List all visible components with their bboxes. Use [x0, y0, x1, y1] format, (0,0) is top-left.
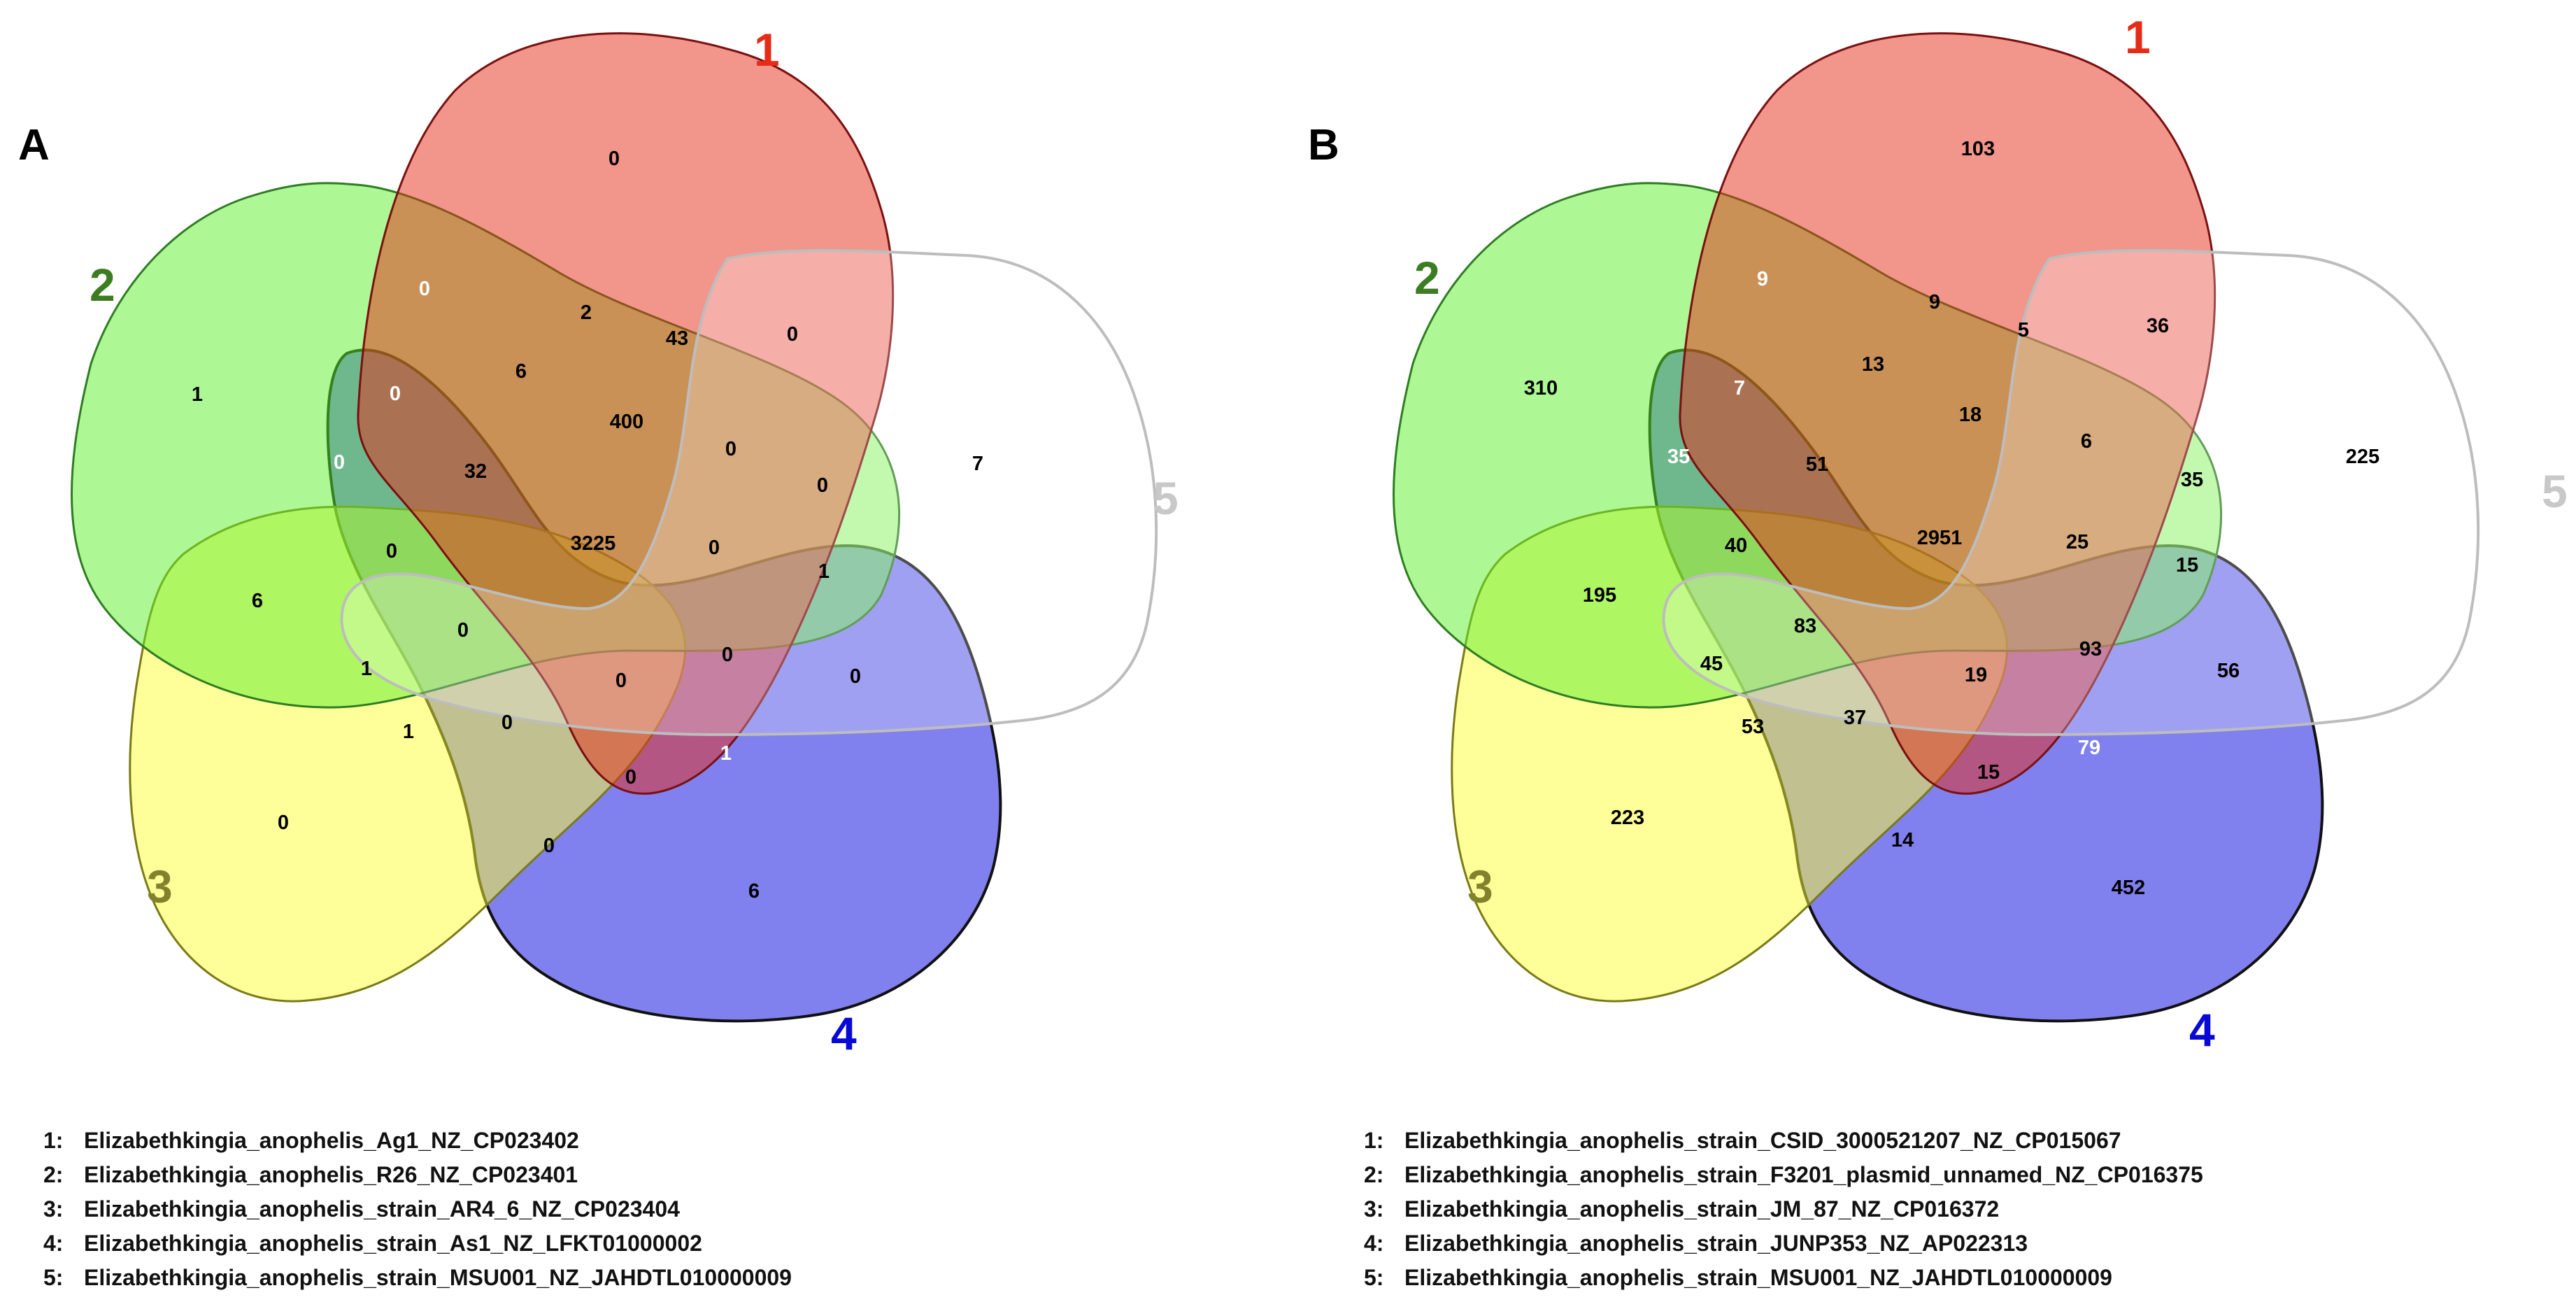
region-count: 2951 [1917, 527, 1963, 549]
legend-a: 1:Elizabethkingia_anophelis_Ag1_NZ_CP023… [43, 1124, 792, 1295]
region-count: 53 [1742, 716, 1764, 738]
region-count: 0 [390, 383, 401, 405]
region-count: 0 [625, 766, 636, 788]
legend-item: 1:Elizabethkingia_anophelis_strain_CSID_… [1364, 1128, 2121, 1153]
region-count: 6 [748, 880, 760, 903]
region-count: 1 [361, 658, 372, 680]
set-label-5: 5 [2542, 465, 2568, 517]
legend-item: 2:Elizabethkingia_anophelis_strain_F3201… [1364, 1162, 2203, 1187]
region-count: 0 [722, 644, 733, 666]
region-count: 6 [2081, 430, 2092, 453]
panel-letter-a: A [18, 121, 50, 169]
region-count: 0 [609, 148, 620, 170]
region-count: 25 [2066, 531, 2088, 553]
region-count: 51 [1806, 453, 1828, 476]
region-count: 83 [1794, 615, 1816, 637]
region-count: 0 [334, 451, 345, 474]
region-count: 0 [725, 438, 736, 460]
region-count: 79 [2078, 737, 2100, 759]
set-label-2: 2 [90, 259, 115, 311]
region-count: 0 [709, 537, 720, 559]
set-label-2: 2 [1414, 252, 1440, 304]
region-count: 93 [2079, 638, 2102, 660]
region-counts-a: 0 1 0 6 7 0 2 43 0 0 6 400 0 0 0 32 3225 0 1 6 0 0 1 0 0 0 1 1 0 0 0 [192, 148, 983, 903]
region-count: 1 [720, 742, 732, 765]
region-count: 103 [1961, 138, 1995, 160]
set-label-5: 5 [1153, 472, 1179, 524]
region-count: 0 [543, 835, 555, 857]
region-count: 35 [1667, 446, 1690, 468]
region-count: 2 [581, 302, 592, 324]
region-count: 0 [850, 665, 861, 688]
region-count: 310 [1524, 377, 1558, 399]
legend-item: 5:Elizabethkingia_anophelis_strain_MSU00… [43, 1265, 792, 1290]
region-count: 32 [464, 460, 487, 483]
region-counts-b: 103 310 223 452 225 9 9 5 36 7 13 18 6 35 35 51 2951 25 15… [1524, 138, 2379, 899]
region-count: 9 [1929, 291, 1940, 313]
legend-item: 5:Elizabethkingia_anophelis_strain_MSU00… [1364, 1265, 2112, 1290]
region-count: 6 [252, 590, 263, 612]
region-count: 7 [972, 453, 983, 475]
region-count: 6 [515, 360, 527, 383]
region-count: 0 [278, 812, 289, 834]
legend-item: 3:Elizabethkingia_anophelis_strain_AR4_6… [43, 1196, 680, 1222]
region-count: 56 [2217, 660, 2240, 682]
set-label-3: 3 [147, 861, 173, 912]
region-count: 400 [610, 411, 643, 433]
region-count: 0 [615, 670, 627, 692]
region-count: 0 [386, 540, 397, 562]
region-count: 15 [1977, 761, 2000, 784]
region-count: 18 [1959, 404, 1981, 426]
set-label-4: 4 [2189, 1004, 2215, 1056]
region-count: 43 [666, 327, 688, 350]
set-label-1: 1 [2125, 11, 2151, 63]
region-count: 0 [419, 278, 430, 300]
legend-item: 4:Elizabethkingia_anophelis_strain_JUNP3… [1364, 1231, 2028, 1256]
set-label-3: 3 [1467, 861, 1493, 912]
region-count: 195 [1583, 584, 1616, 607]
region-count: 223 [1611, 807, 1644, 829]
region-count: 13 [1862, 353, 1884, 376]
region-count: 45 [1700, 653, 1723, 675]
region-count: 7 [1734, 377, 1745, 399]
legend-item: 3:Elizabethkingia_anophelis_strain_JM_87… [1364, 1196, 2000, 1222]
region-count: 1 [818, 560, 830, 583]
region-count: 0 [817, 474, 828, 497]
legend-item: 4:Elizabethkingia_anophelis_strain_As1_N… [43, 1231, 702, 1256]
region-count: 19 [1965, 664, 1987, 686]
region-count: 452 [2112, 877, 2145, 899]
region-count: 3225 [571, 532, 616, 555]
legend-item: 1:Elizabethkingia_anophelis_Ag1_NZ_CP023… [43, 1128, 579, 1153]
region-count: 40 [1725, 535, 1747, 557]
region-count: 0 [457, 619, 469, 642]
region-count: 36 [2147, 315, 2169, 337]
region-count: 1 [403, 721, 414, 743]
panel-letter-b: B [1308, 121, 1339, 169]
region-count: 37 [1844, 707, 1866, 729]
region-count: 0 [787, 323, 798, 346]
region-count: 5 [2018, 319, 2029, 341]
legend-item: 2:Elizabethkingia_anophelis_R26_NZ_CP023… [43, 1162, 578, 1187]
region-count: 225 [2346, 446, 2379, 468]
region-count: 15 [2176, 554, 2198, 576]
region-count: 1 [192, 383, 203, 406]
legend-b: 1:Elizabethkingia_anophelis_strain_CSID_… [1364, 1124, 2203, 1295]
set-label-4: 4 [831, 1007, 857, 1059]
set-label-1: 1 [754, 24, 780, 76]
region-count: 0 [501, 712, 513, 734]
region-count: 14 [1891, 829, 1914, 851]
region-count: 9 [1757, 268, 1768, 290]
region-count: 35 [2181, 469, 2203, 491]
